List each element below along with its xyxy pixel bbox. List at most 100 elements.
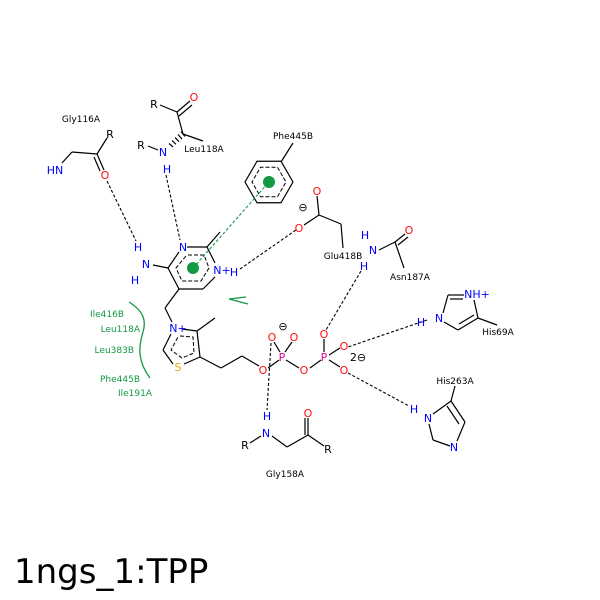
atom-label: O xyxy=(313,185,322,198)
covalent-bond xyxy=(249,435,262,444)
covalent-bond xyxy=(397,236,409,246)
covalent-bond xyxy=(206,231,221,248)
covalent-bond xyxy=(147,145,159,151)
page-title: 1ngs_1:TPP xyxy=(14,552,209,592)
phe-ring xyxy=(244,160,294,204)
atom-label: H xyxy=(417,316,425,329)
covalent-bond xyxy=(307,434,325,447)
covalent-bond xyxy=(428,423,434,441)
atom-label: S xyxy=(175,361,182,374)
hydrogen-bond xyxy=(347,372,410,407)
atom-label: O xyxy=(259,364,268,377)
covalent-bond xyxy=(273,341,281,353)
covalent-bond xyxy=(285,359,300,369)
covalent-bond xyxy=(176,100,191,113)
covalent-bond xyxy=(182,133,204,142)
covalent-bond xyxy=(167,267,180,290)
covalent-bond xyxy=(196,330,201,358)
covalent-bond xyxy=(162,349,174,365)
hydrogen-bond xyxy=(347,319,428,348)
atom-label: R xyxy=(106,128,114,141)
covalent-bond xyxy=(442,294,449,314)
hydrogen-bond xyxy=(165,174,181,241)
covalent-bond xyxy=(152,264,169,269)
residue-label: Leu118A xyxy=(184,145,224,155)
covalent-bond xyxy=(199,356,222,369)
covalent-bond xyxy=(328,347,341,356)
covalent-bond xyxy=(181,328,198,332)
covalent-bond xyxy=(96,153,105,171)
residue-label: His69A xyxy=(482,328,514,338)
covalent-bond xyxy=(450,385,456,402)
hydrogen-bond xyxy=(325,270,362,331)
covalent-bond xyxy=(309,359,322,369)
covalent-bond xyxy=(456,421,466,442)
hydrophobic-residue-label: Ile416B xyxy=(90,310,124,320)
atom-label: H xyxy=(263,410,271,423)
covalent-bond xyxy=(178,104,193,117)
stereo-hash xyxy=(174,137,180,143)
pi-center-dot xyxy=(263,176,275,188)
atom-label: O xyxy=(101,169,110,182)
atom-label: R xyxy=(137,139,145,152)
atom-label: P xyxy=(279,351,286,364)
atom-label: O xyxy=(304,407,313,420)
covalent-bond xyxy=(450,400,466,423)
atom-label: O xyxy=(290,331,299,344)
hydrophobic-residue-label: Leu383B xyxy=(95,346,134,356)
covalent-bond xyxy=(196,317,216,332)
hydrophobic-residue-label: Ile191A xyxy=(118,389,153,399)
atom-label: O xyxy=(295,222,304,235)
pi-center-dot xyxy=(187,262,199,274)
covalent-bond xyxy=(164,307,173,323)
hydrophobic-residue-label: Leu118A xyxy=(101,325,141,335)
covalent-bond xyxy=(93,156,101,172)
covalent-bond xyxy=(303,214,320,226)
atom-label: O xyxy=(340,340,349,353)
atom-label: H xyxy=(163,163,171,176)
residue-label: His263A xyxy=(436,377,474,387)
phe-aromatic-circle xyxy=(251,166,287,198)
atom-label: HN xyxy=(47,164,64,177)
covalent-bond xyxy=(457,317,479,331)
atom-label: N+ xyxy=(169,322,186,335)
atom-label: N xyxy=(262,427,270,440)
covalent-bond xyxy=(284,341,293,353)
atom-label: N xyxy=(450,441,458,454)
covalent-bond xyxy=(96,137,108,155)
covalent-bond xyxy=(167,251,180,269)
atom-label: R xyxy=(150,98,158,111)
covalent-bond xyxy=(473,299,479,319)
covalent-bond xyxy=(183,356,201,365)
covalent-bond xyxy=(280,142,294,163)
residue-label: Glu418B xyxy=(324,252,363,262)
covalent-bond xyxy=(458,314,475,325)
atom-label: N xyxy=(435,312,443,325)
residue-label: Phe445B xyxy=(273,132,313,142)
covalent-bond xyxy=(432,400,452,415)
atom-label: N xyxy=(179,241,187,254)
atom-label: R xyxy=(241,439,249,452)
hydrogen-bond xyxy=(239,229,297,270)
atom-label: H xyxy=(361,229,369,242)
atom-label: O xyxy=(320,328,329,341)
covalent-bond xyxy=(267,359,280,369)
covalent-bond xyxy=(316,195,320,216)
atom-label: O xyxy=(268,331,277,344)
covalent-bond xyxy=(318,214,342,225)
stereo-hash xyxy=(171,140,177,145)
atom-label: N xyxy=(159,146,167,159)
atom-label: O xyxy=(405,224,414,237)
atom-label: O xyxy=(300,364,309,377)
covalent-bond xyxy=(477,317,498,326)
stereo-hash xyxy=(177,134,183,140)
atom-label: O xyxy=(340,364,349,377)
covalent-bond xyxy=(162,333,172,351)
covalent-bond xyxy=(443,321,459,331)
residue-label: Gly158A xyxy=(266,470,305,480)
hydrophobic-contact-mark xyxy=(228,296,249,305)
covalent-bond xyxy=(202,276,216,290)
